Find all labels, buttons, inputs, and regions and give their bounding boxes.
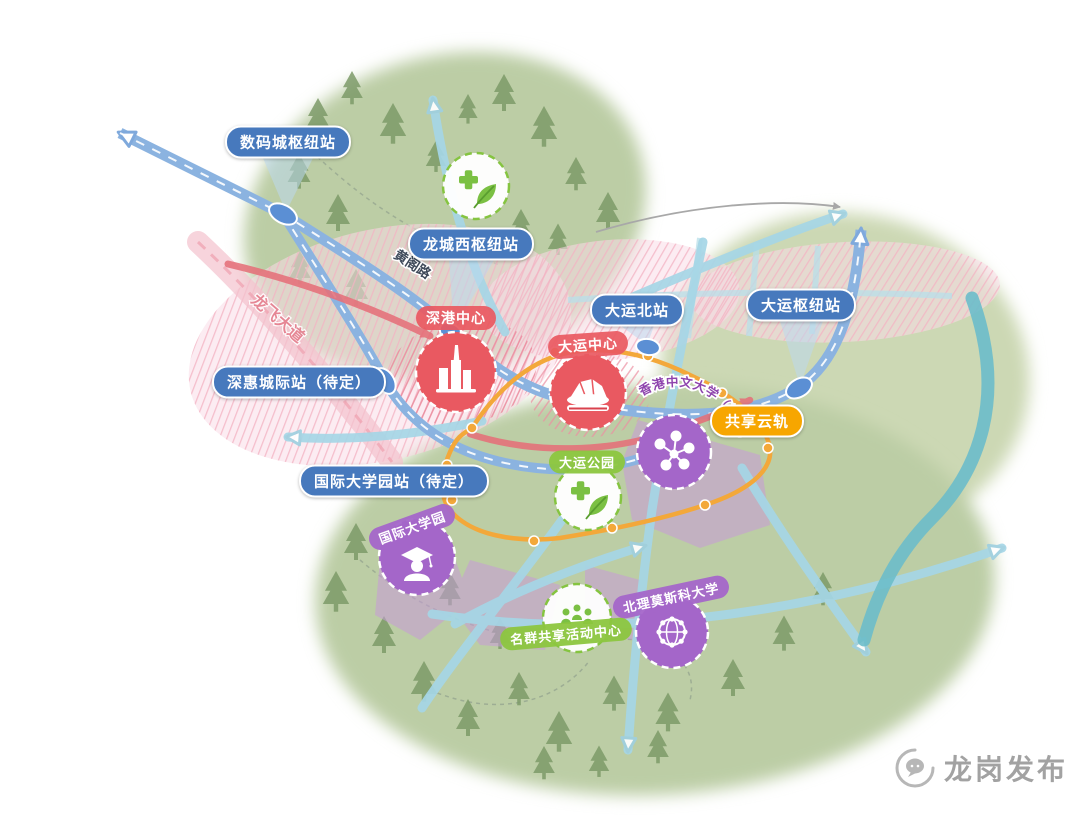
station-label-shumacheng-hub: 数码城枢纽站: [224, 125, 352, 159]
node-cuhk-shenzhen: [635, 413, 713, 491]
graduate-cap-icon: [401, 547, 433, 581]
globe-icon: [656, 616, 688, 648]
river-flow: [857, 291, 995, 647]
stadium-icon: [567, 378, 609, 411]
label-shengang-center: 深港中心: [416, 306, 496, 330]
label-dayun-park: 大运公园: [548, 450, 626, 474]
node-dayun-park: [553, 462, 623, 532]
node-dayun-center: [548, 352, 628, 432]
station-label-shenhui-intercity: 深惠城际站（待定）: [211, 365, 387, 399]
gray-flow-arrow: [595, 202, 841, 233]
teal-flow-arrows: [283, 95, 1007, 755]
node-shengang-center: [414, 330, 498, 414]
station-label-dayun-north: 大运北站: [589, 293, 685, 327]
watermark-text: 龙岗发布: [944, 754, 1069, 785]
station-label-longcheng-west: 龙城西枢纽站: [407, 227, 535, 261]
label-shared-cloud-rail: 共享云轨: [709, 404, 805, 438]
watermark: 龙岗发布: [893, 746, 1068, 790]
station-label-intl-univ-park: 国际大学园站（待定）: [298, 464, 490, 498]
station-label-dayun-hub: 大运枢纽站: [745, 288, 857, 322]
node-park-north: [441, 151, 511, 221]
city-skyline-icon: [436, 345, 476, 393]
chat-bubble-logo-icon: [895, 748, 935, 788]
molecule-network-icon: [654, 430, 695, 471]
road-longfei: [187, 231, 403, 473]
